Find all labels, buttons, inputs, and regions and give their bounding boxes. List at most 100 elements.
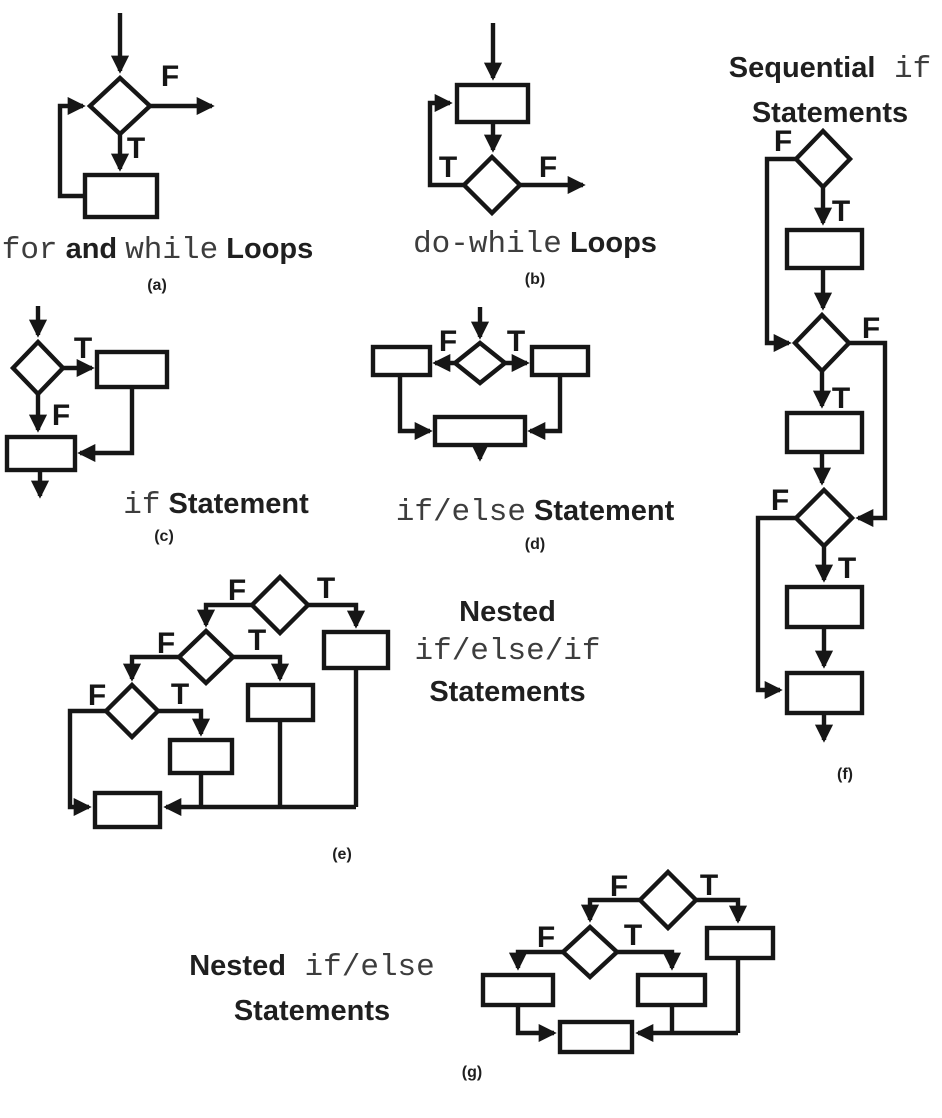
fig-f-false-bypass-arrow-1	[764, 156, 796, 353]
fig-e-process-box-3	[167, 737, 235, 776]
fig-e-title-line-2: if/else/if	[414, 634, 601, 669]
fig-c-false-label: F	[52, 399, 70, 432]
fig-a-title: for and while Loops	[0, 231, 315, 272]
fig-g-true-process-box	[635, 972, 708, 1008]
fig-e-true-arrow-3	[158, 708, 211, 737]
fig-g-title-text: Nested	[189, 950, 286, 982]
fig-a-title-text-1: and	[57, 233, 126, 265]
fig-e-process-box-1	[321, 629, 391, 671]
fig-b-true-label: T	[439, 151, 457, 184]
fig-e-title: Nested if/else/if Statements	[400, 592, 615, 712]
fig-c-true-process-box	[94, 349, 170, 390]
fig-c-title: if Statement	[98, 486, 334, 527]
fig-d-flowchart: F T	[370, 307, 591, 462]
fig-f-true-label-1: T	[832, 195, 850, 228]
fig-c-elbow-merge-arrow	[77, 387, 135, 463]
fig-c-merge-process-box	[4, 434, 78, 473]
fig-b-title-code: do-while	[413, 227, 562, 262]
fig-f-decision-diamond-2	[791, 311, 853, 375]
fig-e-decision-diamond-3	[102, 681, 162, 741]
fig-e-false-label-2: F	[157, 627, 175, 660]
fig-e-true-arrow-1	[308, 602, 366, 629]
fig-f-merge-process-box	[784, 670, 865, 716]
fig-c-true-label: T	[74, 332, 92, 365]
fig-b-process-box	[454, 82, 531, 125]
fig-c-title-code: if	[123, 488, 161, 523]
fig-g-outer-true-process-box	[704, 925, 776, 961]
fig-g-caption: (g)	[461, 1064, 483, 1081]
fig-g-false-arrow-2	[508, 949, 563, 971]
fig-b-decision-diamond	[460, 153, 524, 217]
fig-f-title-text: Sequential	[728, 52, 876, 84]
fig-e-false-arrow-2	[122, 654, 179, 682]
fig-b-flowchart: T F	[427, 23, 586, 217]
fig-g-true-arrow-1	[696, 897, 748, 924]
fig-f-process-box-3	[784, 584, 865, 630]
fig-g-title-code: if/else	[285, 950, 435, 985]
fig-c-flowchart: T F	[4, 306, 170, 499]
fig-g-decision-diamond-2	[559, 924, 621, 980]
fig-a-true-label: T	[127, 132, 145, 165]
fig-e-decision-diamond-1	[248, 573, 312, 637]
fig-b-title: do-while Loops	[400, 225, 670, 266]
fig-f-title: Sequential if Statements	[718, 48, 942, 133]
fig-b-false-label: F	[539, 151, 557, 184]
fig-g-flowchart: F T F T	[480, 868, 776, 1055]
fig-d-false-merge-arrow	[397, 375, 433, 441]
fig-d-true-merge-arrow	[527, 375, 563, 441]
fig-e-false-label-3: F	[88, 679, 106, 712]
fig-a-title-code-2: while	[125, 233, 219, 268]
fig-f-false-label-1: F	[774, 125, 792, 158]
fig-g-title-line-1: Nested if/else	[152, 946, 472, 991]
fig-d-true-label: T	[507, 325, 525, 358]
fig-e-process-box-2	[245, 682, 316, 723]
fig-e-false-label-1: F	[228, 574, 246, 607]
fig-a-process-box	[82, 172, 160, 220]
fig-f-false-label-2: F	[862, 312, 880, 345]
fig-d-title-code: if/else	[395, 495, 526, 530]
fig-e-flowchart: F T F T F T	[67, 572, 391, 830]
fig-a-flowchart: F T	[57, 13, 215, 220]
fig-a-caption: (a)	[147, 277, 167, 294]
fig-g-false-arrow-1	[580, 897, 640, 923]
fig-d-false-process-box	[370, 344, 433, 378]
fig-e-merge-process-box	[92, 790, 163, 830]
fig-f-flowchart: F T F T F T	[755, 125, 888, 743]
fig-e-true-label-1: T	[317, 572, 335, 605]
fig-e-false-arrow-1	[196, 602, 252, 628]
fig-f-process-box-2	[784, 410, 865, 455]
fig-d-merge-process-box	[432, 414, 528, 448]
fig-c-caption: (c)	[154, 528, 174, 545]
fig-g-false-process-box	[480, 972, 556, 1008]
fig-d-decision-diamond	[451, 340, 509, 386]
fig-g-title: Nested if/else Statements	[152, 946, 472, 1031]
fig-e-title-line-1: Nested	[459, 596, 556, 628]
fig-c-decision-diamond	[9, 338, 67, 398]
fig-a-false-label: F	[161, 60, 179, 93]
fig-f-title-line-1: Sequential if	[718, 48, 942, 93]
fig-b-caption: (b)	[524, 271, 546, 288]
fig-e-true-label-3: T	[171, 678, 189, 711]
fig-e-true-arrow-2	[233, 654, 290, 682]
fig-g-true-label-1: T	[700, 869, 718, 902]
fig-a-title-code-1: for	[1, 233, 58, 268]
fig-b-true-loop-back-arrow	[427, 93, 464, 188]
fig-f-false-label-3: F	[771, 484, 789, 517]
fig-f-true-label-3: T	[838, 552, 856, 585]
fig-f-title-line-2: Statements	[751, 97, 909, 129]
fig-d-false-label: F	[439, 325, 457, 358]
fig-g-merge-process-box	[557, 1019, 635, 1055]
fig-f-decision-diamond-1	[792, 127, 854, 191]
fig-f-caption: (f)	[837, 766, 853, 783]
fig-e-true-label-2: T	[248, 624, 266, 657]
fig-e-false-bypass-arrow	[67, 708, 106, 817]
fig-g-decision-diamond-1	[636, 868, 700, 932]
fig-d-title: if/else Statement	[390, 493, 680, 534]
fig-d-true-process-box	[529, 344, 591, 378]
fig-b-title-text: Loops	[561, 227, 657, 259]
fig-c-title-text: Statement	[160, 488, 309, 520]
fig-f-title-code: if	[875, 52, 932, 87]
fig-a-loop-back-arrow	[57, 96, 86, 199]
fig-g-false-label-1: F	[610, 870, 628, 903]
